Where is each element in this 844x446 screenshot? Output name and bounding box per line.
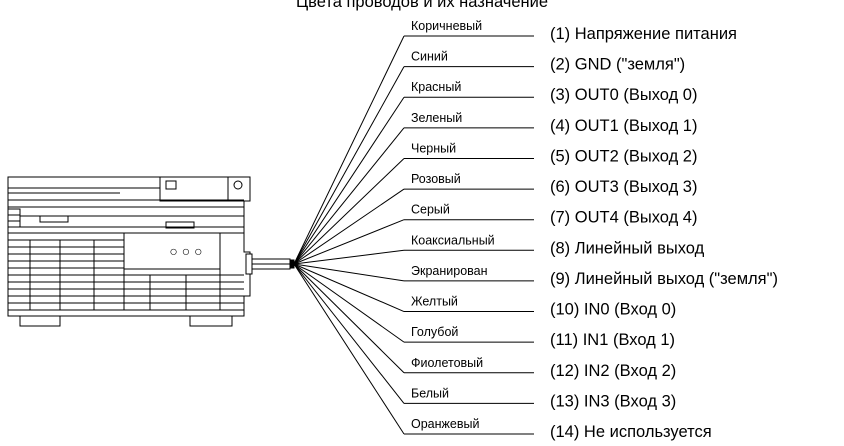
wire-line (293, 263, 405, 374)
wire-line (293, 263, 405, 435)
wire-line (293, 96, 405, 265)
wire-line (293, 35, 405, 265)
indicator-leds: ○ ○ ○ (169, 243, 202, 259)
wire-line (293, 263, 405, 343)
cable-end (289, 259, 295, 269)
wire-color-label: Синий (411, 50, 448, 64)
sensor-amplifier-unit: ○ ○ ○ (7, 176, 295, 327)
wire-color-label: Красный (411, 80, 461, 94)
device-screw (233, 180, 243, 190)
wire-function-label: (1) Напряжение питания (550, 25, 737, 43)
wire-function-label: (14) Не используется (550, 423, 712, 441)
wire-line (293, 249, 405, 265)
wire-color-label: Экранирован (411, 264, 488, 278)
wire-bundle (293, 35, 534, 435)
device-slot (39, 215, 69, 223)
wire-color-label: Коаксиальный (411, 233, 495, 247)
wire-function-label: (8) Линейный выход (550, 239, 705, 257)
wire-line (293, 263, 405, 404)
device-foot (189, 316, 233, 327)
wire-color-label: Серый (411, 203, 450, 217)
wire-line (293, 263, 405, 312)
wire-color-label: Фиолетовый (411, 356, 483, 370)
wire-color-label: Белый (411, 386, 449, 400)
device-ribs (8, 239, 244, 311)
wire-line (293, 158, 405, 265)
wire-color-label: Голубой (411, 325, 458, 339)
wire-function-label: (11) IN1 (Вход 1) (550, 331, 675, 349)
wire-function-label: (5) OUT2 (Выход 2) (550, 147, 697, 165)
wire-line (293, 66, 405, 265)
wire-function-label: (10) IN0 (Вход 0) (550, 301, 676, 319)
wire-function-label: (4) OUT1 (Выход 1) (550, 117, 697, 135)
wire-color-label: Черный (411, 141, 456, 155)
wire-color-label: Розовый (411, 172, 461, 186)
device-foot (19, 316, 61, 327)
wire-function-label: (6) OUT3 (Выход 3) (550, 178, 697, 196)
wire-function-label: (2) GND ("земля") (550, 56, 685, 74)
wire-color-label: Оранжевый (411, 417, 479, 431)
device-display-panel (123, 232, 221, 270)
wire-function-label: (12) IN2 (Вход 2) (550, 362, 676, 380)
wire-function-label: (7) OUT4 (Выход 4) (550, 209, 697, 227)
wire-color-label: Желтый (411, 295, 458, 309)
wire-function-label: (9) Линейный выход ("земля") (550, 270, 778, 288)
wire-function-label: (3) OUT0 (Выход 0) (550, 86, 697, 104)
wire-color-label: Коричневый (411, 19, 482, 33)
wire-line (293, 127, 405, 265)
cable-gland (245, 253, 253, 275)
wire-line (293, 188, 405, 265)
diagram-caption: Цвета проводов и их назначение (296, 0, 548, 11)
device-slot (165, 221, 195, 229)
wire-line (293, 219, 405, 265)
wire-line (293, 263, 405, 282)
wire-function-label: (13) IN3 (Вход 3) (550, 392, 676, 410)
wire-color-label: Зеленый (411, 111, 462, 125)
device-latch (165, 180, 177, 190)
